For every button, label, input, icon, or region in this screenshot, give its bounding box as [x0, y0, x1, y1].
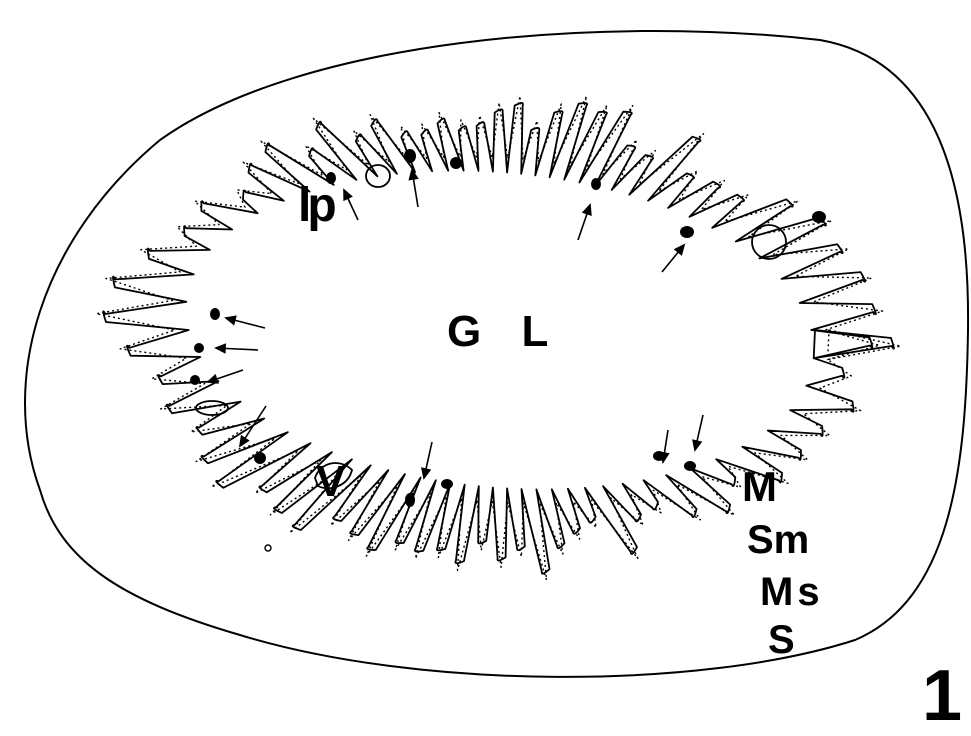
- marked-cell: [194, 343, 204, 353]
- arrow-head: [660, 452, 668, 462]
- marked-cell: [405, 493, 415, 507]
- gut-lumen-label: G L: [447, 310, 562, 354]
- arrow-head: [216, 344, 225, 352]
- marked-cell: [441, 479, 453, 489]
- marked-cell: [680, 226, 694, 238]
- marked-cell: [684, 461, 696, 471]
- lamina-propria-label: lp: [298, 182, 333, 230]
- mucosa-label: M: [742, 466, 777, 508]
- villus-label: V: [316, 460, 345, 504]
- arrow-head: [693, 440, 701, 450]
- arrow-head: [344, 190, 351, 200]
- marked-cell: [812, 211, 826, 223]
- arrow-head: [208, 375, 218, 383]
- marked-cell: [591, 178, 601, 190]
- marked-cell: [190, 375, 200, 385]
- marked-cell: [210, 308, 220, 320]
- muscularis-label: Ms: [760, 572, 824, 612]
- figure-number: 1: [922, 660, 962, 732]
- submucosa-label: Sm: [747, 520, 809, 560]
- arrow-head: [226, 316, 236, 324]
- arrow-head: [422, 468, 430, 478]
- arrow-head: [240, 436, 248, 446]
- arrow-head: [409, 170, 417, 180]
- serosa-label: S: [768, 620, 795, 660]
- villus-section: [265, 545, 271, 551]
- marked-cell: [450, 157, 462, 169]
- marked-cell: [404, 149, 416, 163]
- arrow-head: [583, 205, 591, 215]
- marked-cell: [254, 452, 266, 464]
